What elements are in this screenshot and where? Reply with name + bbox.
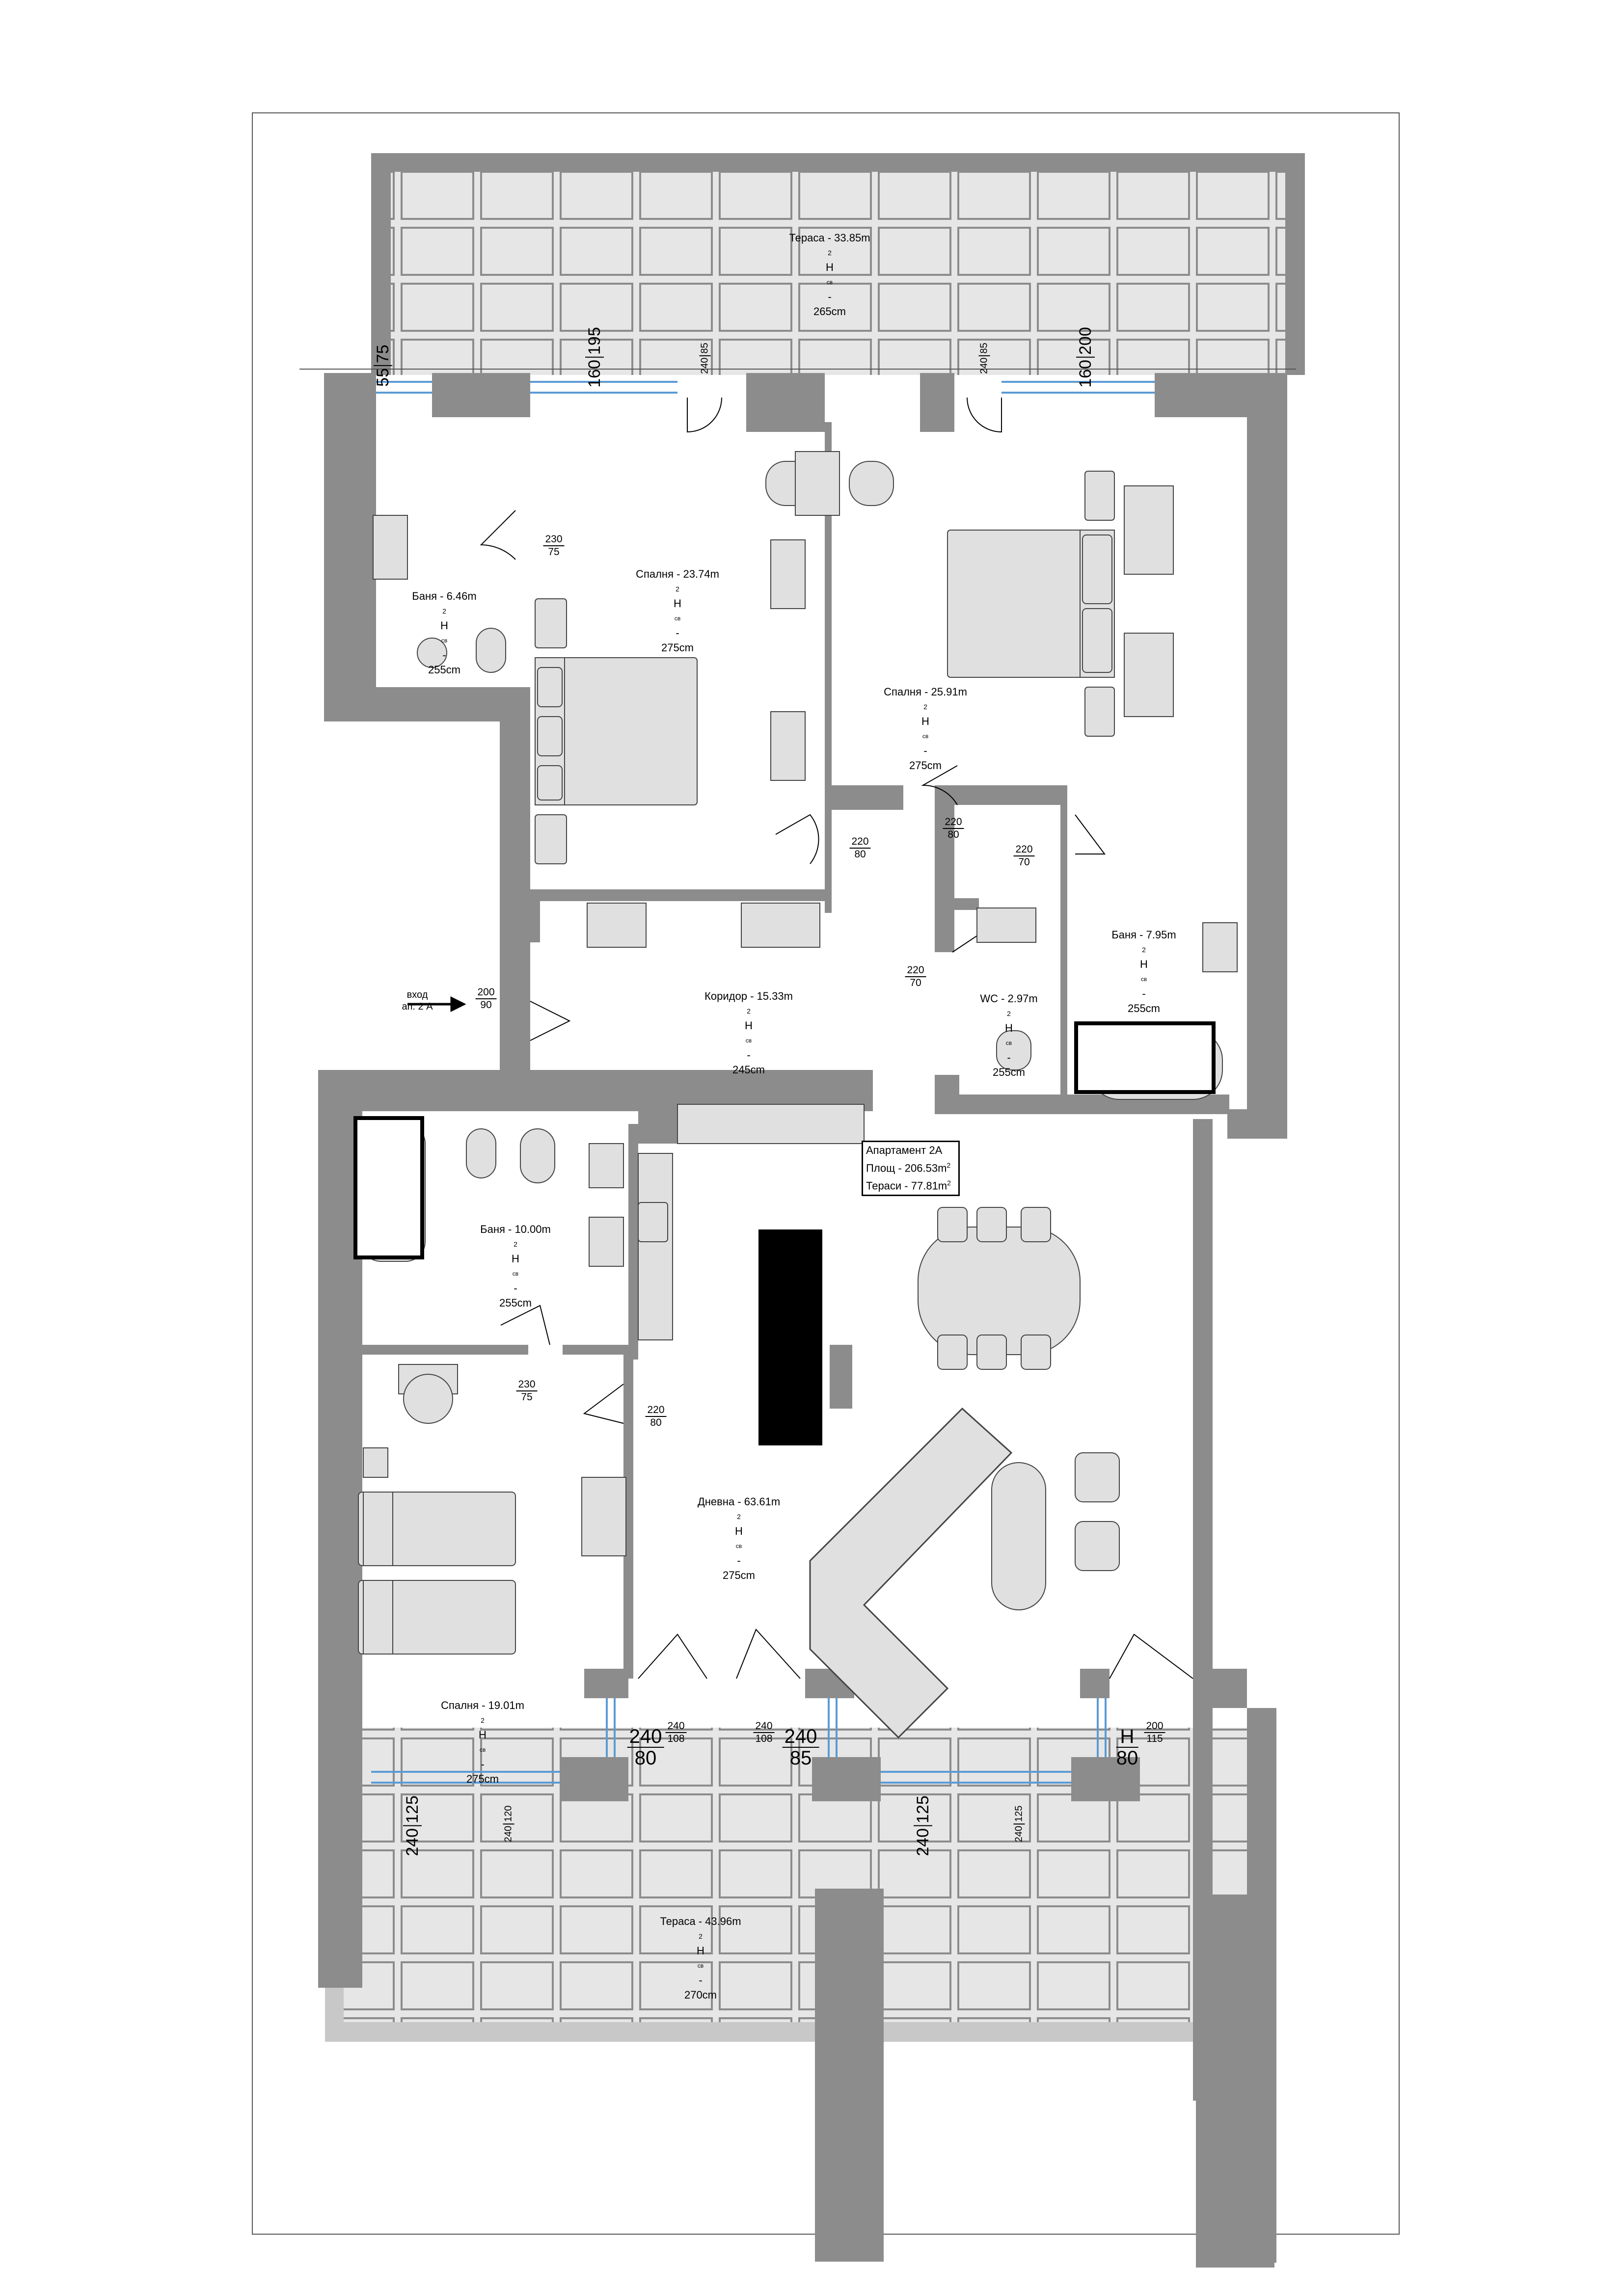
apartment-info-box: Апартамент 2А Площ - 206.53m2 Тераси - 7… — [862, 1141, 960, 1196]
apartment-title: Апартамент 2А — [866, 1144, 943, 1156]
kitchen-island — [758, 1229, 822, 1445]
entrance-arrow — [407, 996, 466, 1013]
bathtub-right — [1074, 1021, 1216, 1094]
apartment-area: Площ - 206.53m2 — [866, 1161, 951, 1175]
entrance-label: вход ап. 2 А — [402, 989, 433, 1012]
apartment-terraces: Тераси - 77.81m2 — [866, 1179, 951, 1192]
walls — [318, 373, 1287, 2268]
windows — [371, 381, 1155, 1784]
terrace-top — [371, 153, 1305, 375]
doors — [480, 397, 1193, 1679]
bathtub-left — [353, 1116, 424, 1259]
